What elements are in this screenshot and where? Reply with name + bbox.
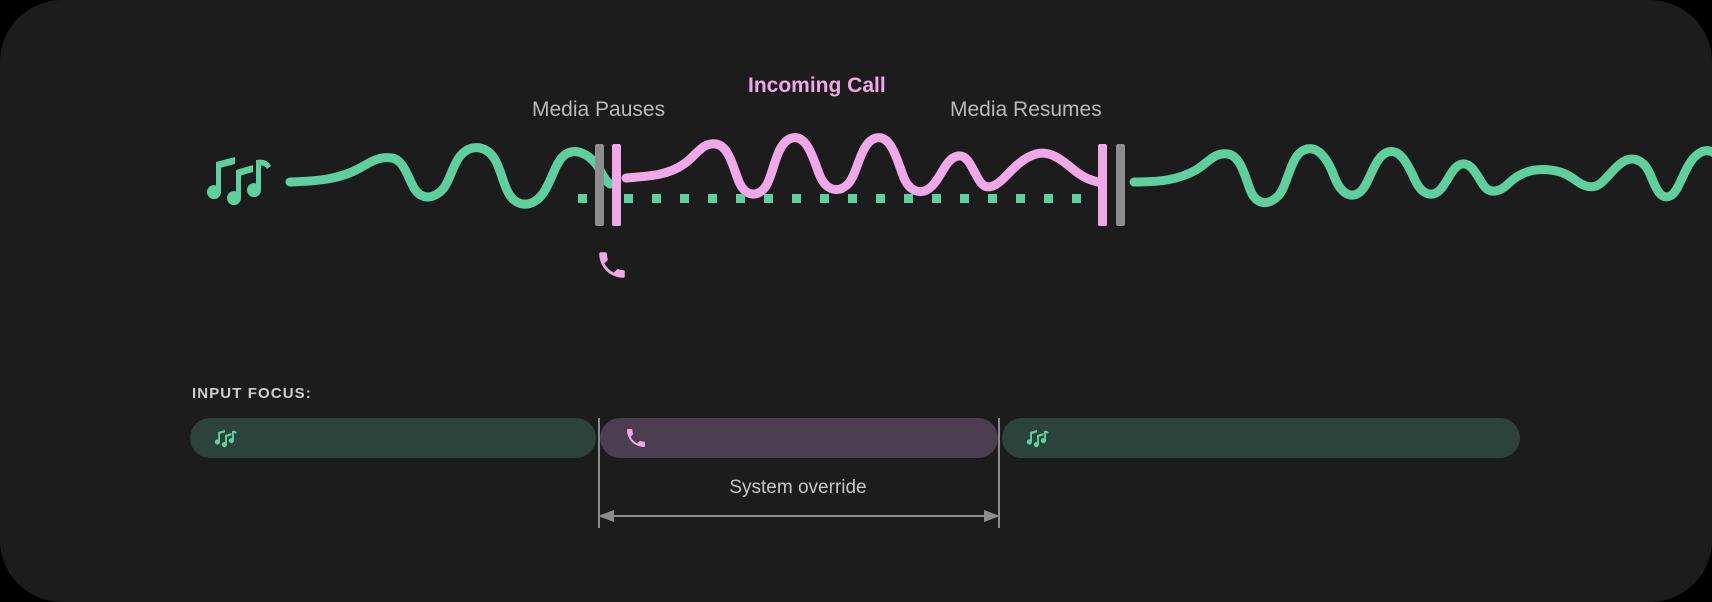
- media-pauses-label: Media Pauses: [532, 98, 666, 121]
- focus-segment-media-after[interactable]: [1002, 418, 1520, 458]
- override-span-arrow: [598, 508, 1000, 524]
- media-wave-left: [285, 143, 615, 209]
- resume-bars-icon: [1098, 144, 1125, 226]
- override-bracket-left: [598, 418, 600, 528]
- music-notes-icon: [214, 426, 238, 450]
- incoming-call-label: Incoming Call: [748, 74, 886, 97]
- media-wave-right: [1129, 144, 1712, 207]
- dotted-line-icon: [578, 194, 1081, 203]
- phone-icon: [595, 248, 629, 282]
- input-focus-label: INPUT FOCUS:: [192, 385, 312, 402]
- music-notes-icon: [1026, 426, 1050, 450]
- pause-bars-icon: [595, 144, 621, 226]
- system-override-text: System override: [729, 477, 867, 498]
- music-notes-icon: [205, 150, 275, 210]
- audio-timeline: [0, 120, 1712, 230]
- focus-segment-media-before[interactable]: [190, 418, 596, 458]
- override-bracket-right: [998, 418, 1000, 528]
- focus-segment-call-active[interactable]: [600, 418, 998, 458]
- phone-icon: [624, 426, 648, 450]
- system-override-label: System override: [0, 477, 1712, 499]
- media-resumes-label: Media Resumes: [950, 98, 1102, 121]
- call-wave: [621, 133, 1103, 199]
